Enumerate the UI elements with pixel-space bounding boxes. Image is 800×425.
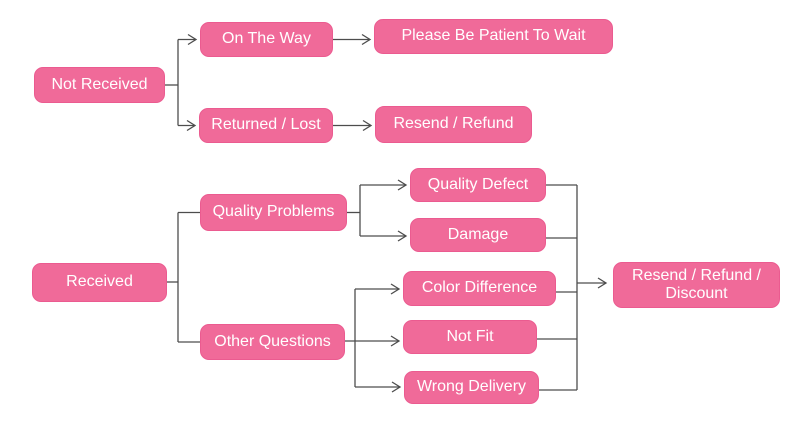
node-quality-problems: Quality Problems <box>200 194 347 231</box>
node-wrong-delivery: Wrong Delivery <box>404 371 539 404</box>
node-resend-refund-discount: Resend / Refund / Discount <box>613 262 780 308</box>
node-quality-defect: Quality Defect <box>410 168 546 202</box>
node-other-questions: Other Questions <box>200 324 345 360</box>
node-not-fit: Not Fit <box>403 320 537 354</box>
node-received: Received <box>32 263 167 302</box>
node-resend-refund: Resend / Refund <box>375 106 532 143</box>
node-color-difference: Color Difference <box>403 271 556 306</box>
edges-quality-problems <box>347 179 408 242</box>
edges-collector <box>537 184 608 391</box>
node-damage: Damage <box>410 218 546 252</box>
node-on-the-way: On The Way <box>200 22 333 57</box>
node-not-received: Not Received <box>34 67 165 103</box>
edges-not-received <box>165 33 373 132</box>
edges-other-questions <box>345 283 402 393</box>
node-returned-lost: Returned / Lost <box>199 108 333 143</box>
edges-received <box>167 211 200 343</box>
node-please-be-patient-to-wait: Please Be Patient To Wait <box>374 19 613 54</box>
